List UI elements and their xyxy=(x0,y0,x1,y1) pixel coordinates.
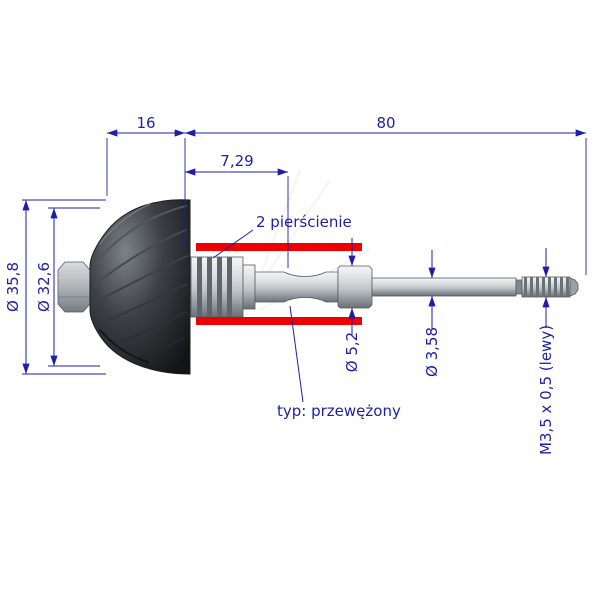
wheel-blades xyxy=(93,203,188,363)
shaft-collar xyxy=(242,264,256,310)
dim-text-thread-spec: M3,5 x 0,5 (lewy) xyxy=(537,325,555,455)
shaft-waist-section xyxy=(254,271,339,303)
callout-rings: 2 pierścienie xyxy=(212,213,352,259)
dim-text-wheel-inner-diameter: Ø 32,6 xyxy=(35,262,53,312)
label-rings: 2 pierścienie xyxy=(256,213,352,231)
highlight-bar-top xyxy=(196,243,362,251)
thread-relief-groove xyxy=(515,279,523,295)
dimension-wheel-inner-diameter: Ø 32,6 xyxy=(35,207,100,367)
turbine-wheel xyxy=(89,199,191,375)
dim-text-wheel-width: 16 xyxy=(136,114,155,132)
dimension-ring-offset: 7,29 xyxy=(185,152,289,268)
dim-text-waist-diameter: Ø 5,2 xyxy=(343,332,361,372)
callout-shaft-type: typ: przewężony xyxy=(277,305,401,420)
dim-text-shaft-length: 80 xyxy=(376,114,395,132)
dimension-thread-spec: M3,5 x 0,5 (lewy) xyxy=(537,248,555,455)
dimension-waist-diameter: Ø 5,2 xyxy=(343,238,361,372)
dim-text-ring-offset: 7,29 xyxy=(220,152,253,170)
dim-text-shaft-diameter: Ø 3,58 xyxy=(423,327,441,377)
ring-highlight-bars xyxy=(196,243,362,325)
threaded-end xyxy=(521,276,571,298)
dim-text-wheel-diameter: Ø 35,8 xyxy=(4,262,22,312)
shaft xyxy=(190,256,579,318)
dimension-shaft-diameter: Ø 3,58 xyxy=(423,250,441,377)
dimension-shaft-length: 80 xyxy=(185,114,587,275)
shaft-thin-section xyxy=(371,277,517,297)
dimension-wheel-width: 16 xyxy=(106,114,186,250)
label-shaft-type: typ: przewężony xyxy=(277,402,401,420)
dimension-wheel-diameter: Ø 35,8 xyxy=(4,199,106,375)
shaft-tip xyxy=(569,277,579,297)
seal-ring-section xyxy=(190,256,244,318)
shaft-journal xyxy=(337,265,373,309)
highlight-bar-bottom xyxy=(196,317,362,325)
hub-nut xyxy=(57,261,91,313)
